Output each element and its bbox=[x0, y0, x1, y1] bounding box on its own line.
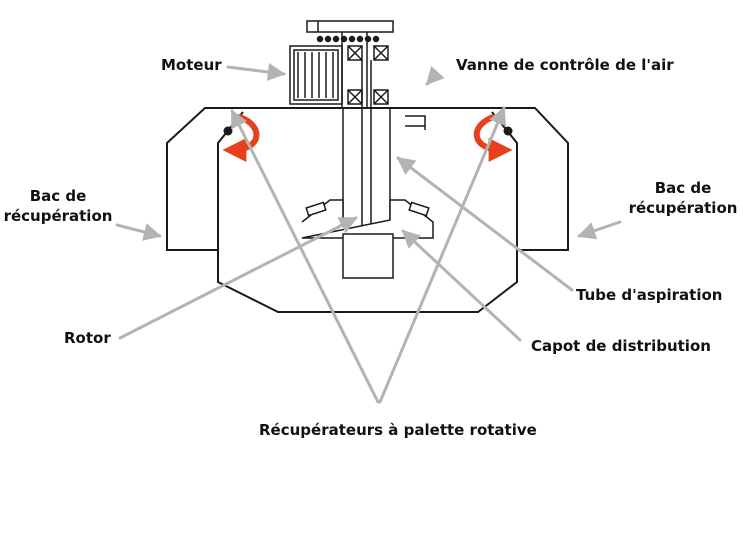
label-tube: Tube d'aspiration bbox=[576, 286, 723, 304]
leader-bac-left bbox=[115, 223, 162, 241]
leader-vanne bbox=[425, 65, 445, 86]
leader-capot bbox=[401, 229, 522, 342]
leader-recup-right bbox=[378, 106, 506, 404]
left-paddle-axle bbox=[223, 126, 233, 136]
distribution-hood bbox=[301, 199, 434, 239]
tank-body bbox=[166, 107, 569, 313]
label-bac-left: Bac de récupération bbox=[0, 186, 116, 226]
label-rotor: Rotor bbox=[64, 329, 111, 347]
leader-recup-left bbox=[230, 109, 380, 404]
label-vanne: Vanne de contrôle de l'air bbox=[456, 56, 674, 74]
right-rotation-arrow bbox=[473, 114, 513, 162]
motor bbox=[289, 45, 343, 105]
label-bac-right-line1: Bac de bbox=[654, 179, 712, 197]
drive-belt bbox=[306, 20, 394, 108]
leader-moteur bbox=[226, 63, 286, 81]
leader-tube bbox=[396, 156, 574, 292]
label-bac-left-line2: récupération bbox=[3, 207, 113, 225]
leader-rotor bbox=[118, 216, 358, 340]
label-bac-right: Bac de récupération bbox=[625, 178, 741, 218]
label-moteur: Moteur bbox=[161, 56, 222, 74]
label-recuperateurs: Récupérateurs à palette rotative bbox=[259, 421, 537, 439]
rotor bbox=[342, 233, 394, 279]
bearings bbox=[347, 45, 389, 105]
leader-lines bbox=[115, 63, 622, 404]
label-capot: Capot de distribution bbox=[531, 337, 711, 355]
leader-bac-right bbox=[577, 220, 622, 240]
label-bac-left-line1: Bac de bbox=[29, 187, 87, 205]
right-paddle-axle bbox=[503, 126, 513, 136]
air-valve-pipe bbox=[405, 115, 426, 130]
label-bac-right-line2: récupération bbox=[628, 199, 738, 217]
tank-outline bbox=[166, 107, 569, 313]
